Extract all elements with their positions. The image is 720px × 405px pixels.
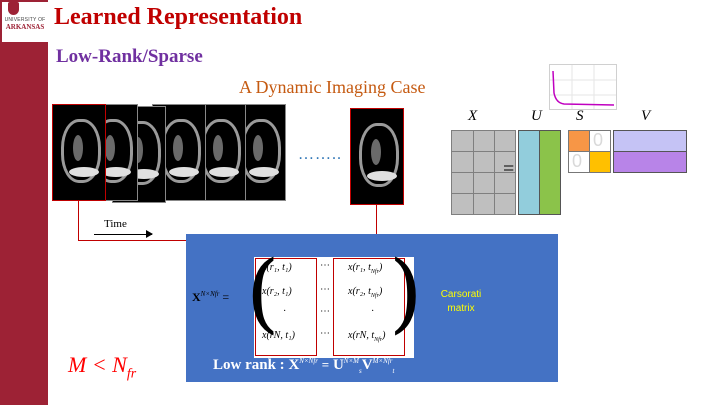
logo-seal <box>8 2 19 15</box>
cardiac-frame-first <box>52 104 106 201</box>
svd-s-zero: 0 <box>593 130 604 150</box>
matrix-cell: x(rN, tNfr) <box>348 330 386 343</box>
case-title: A Dynamic Imaging Case <box>239 77 426 97</box>
carsorati-line2: matrix <box>447 303 475 314</box>
matrix-cell: x(rN, t₁) <box>262 330 295 341</box>
connector-first <box>78 200 79 241</box>
matrix-cell: x(r₁, tNfr) <box>348 262 383 275</box>
logo-university-text: UNIVERSITY OF <box>4 17 46 23</box>
svd-s-zero: 0 <box>572 151 583 171</box>
carsorati-matrix <box>254 257 414 358</box>
cardiac-frame-icon <box>192 104 246 201</box>
decay-curve-svg <box>550 65 616 109</box>
connector-first <box>78 240 285 241</box>
matrix-ellipsis: ⋯ <box>320 328 330 339</box>
arkansas-logo-icon: UNIVERSITY OF ARKANSAS <box>2 2 48 42</box>
sidebar-band <box>0 0 48 405</box>
matrix-ellipsis: ⋯ <box>320 306 330 317</box>
slide-title: Learned Representation <box>54 4 303 30</box>
first-column-highlight <box>255 258 317 356</box>
connector-last <box>376 204 377 259</box>
low-rank-equation: Low rank : XN×Nfr = UN×MsVM×Nfrt <box>213 357 395 375</box>
logo-arkansas-text: ARKANSAS <box>5 23 45 31</box>
svd-v-row-2 <box>613 151 687 173</box>
decay-curve-line <box>552 70 615 106</box>
matrix-dot: · <box>371 306 375 317</box>
svd-label-x: X <box>468 108 478 124</box>
carsorati-label: Carsorati matrix <box>436 288 486 316</box>
time-label: Time <box>104 218 127 230</box>
matrix-dot: · <box>283 306 287 317</box>
matrix-cell: x(r₁, t₁) <box>262 262 292 273</box>
matrix-cell: x(r₂, tNfr) <box>348 286 383 299</box>
matrix-right-paren: ) <box>389 243 423 343</box>
svd-s-diag-1 <box>568 130 590 152</box>
matrix-left-paren: ( <box>246 243 280 343</box>
last-column-highlight <box>333 258 405 356</box>
svd-label-u: U <box>531 108 542 124</box>
svd-label-v: V <box>641 108 651 124</box>
matrix-ellipsis: ⋯ <box>320 284 330 295</box>
svd-equals: = <box>503 158 515 180</box>
svd-u-col-1 <box>518 130 540 215</box>
rank-condition: M < Nfr <box>68 352 137 382</box>
cardiac-frame-last <box>350 108 404 205</box>
matrix-lhs: XN×Nfr = <box>192 290 230 304</box>
svd-matrix-x <box>451 130 516 215</box>
frames-ellipsis: …….. <box>298 146 342 163</box>
matrix-cell: x(r₂, t₁) <box>262 286 292 297</box>
svd-s-diag-2 <box>589 151 611 173</box>
decay-curve-icon <box>549 64 617 110</box>
svd-u-col-2 <box>539 130 561 215</box>
time-arrow-icon <box>94 230 153 238</box>
carsorati-line1: Carsorati <box>440 289 482 300</box>
matrix-ellipsis: ⋯ <box>320 260 330 271</box>
svd-v-row-1 <box>613 130 687 152</box>
slide-subtitle: Low-Rank/Sparse <box>56 46 203 67</box>
svd-label-s: S <box>576 108 584 124</box>
